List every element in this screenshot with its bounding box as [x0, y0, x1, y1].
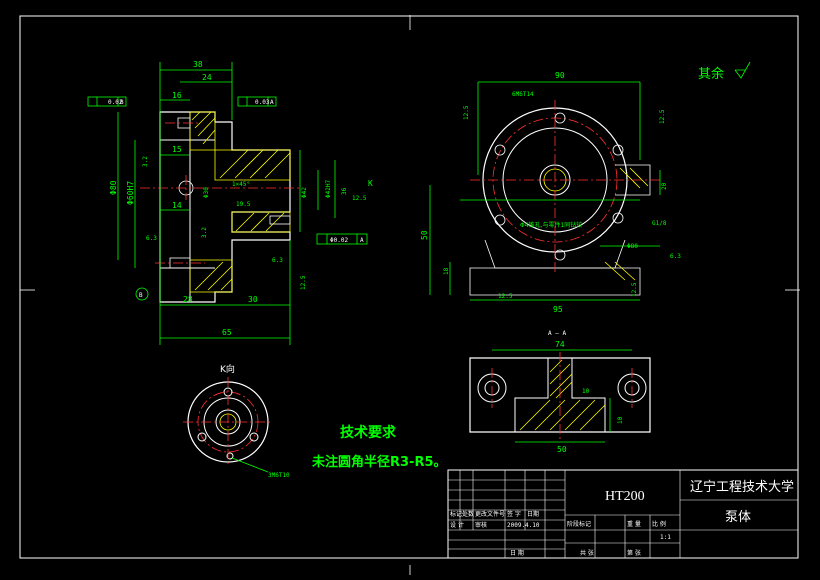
dim-19-5: 19.5 [236, 201, 251, 208]
dim-28: 28 [183, 295, 193, 304]
tb-label-weight: 重 量 [627, 520, 641, 528]
dim-30: 30 [248, 295, 258, 304]
title-material: HT200 [605, 489, 645, 504]
side-view: 90 6M6T14 G1/8 Φ4锥孔,与零件1同钻铰 95 12.5 50 1… [420, 71, 681, 314]
section-dim-74: 74 [555, 340, 565, 349]
drawing-frame [19, 15, 799, 559]
side-rough-6-3: 6.3 [670, 253, 681, 260]
datum-b-marker: B [139, 292, 143, 299]
rough-3-2-b: 3.2 [201, 227, 208, 238]
roughness-note: 其余 [698, 61, 751, 82]
dim-12-5: 12.5 [352, 195, 367, 202]
tech-requirements: 技术要求 未注圆角半径R3-R5。 [311, 424, 447, 470]
title-university: 辽宁工程技术大学 [690, 479, 794, 495]
tb-label-craft-date: 日 期 [510, 549, 524, 557]
dim-top-overall: 38 [193, 60, 203, 69]
tb-label-file: 更改文件号 [475, 510, 505, 518]
rough-6-3-b: 6.3 [272, 257, 283, 264]
tol-perpendicular: 0.03 [255, 99, 270, 106]
side-thread-g18: G1/8 [652, 220, 667, 227]
side-thread-top: 6M6T14 [512, 91, 534, 98]
side-dim-18: 18 [443, 267, 450, 275]
title-block: HT200 辽宁工程技术大学 泵体 标记 处数 更改文件号 签 字 日期 设 计… [447, 469, 799, 559]
title-part-name: 泵体 [725, 510, 751, 525]
dim-phi42: Φ42 [301, 187, 308, 198]
section-a-a-view: A — A 74 10 50 10 [469, 330, 651, 454]
side-rough-12-5-b: 12.5 [659, 109, 666, 124]
side-dim-phi80: Φ80 [627, 243, 638, 250]
tech-req-line1: 未注圆角半径R3-R5。 [311, 454, 447, 470]
tb-label-sign: 签 字 [507, 510, 521, 518]
side-dim-20: 20 [661, 182, 668, 190]
tol-parallel: 0.02 [108, 99, 123, 106]
tol-datum-a: A [270, 99, 274, 106]
dim-top-mid: 24 [202, 73, 212, 82]
side-dim-90: 90 [555, 71, 565, 80]
tb-label-review: 审核 [475, 521, 487, 529]
tol-datum-b: B [120, 99, 124, 106]
rough-6-3-a: 6.3 [146, 235, 157, 242]
dim-16: 16 [172, 91, 182, 100]
tb-label-mark: 标记 [450, 510, 462, 518]
side-rough-12-5-c: 12.5 [631, 282, 638, 297]
side-dim-95: 95 [553, 305, 563, 314]
front-section-view: 38 24 0.02 B 0.03 A 16 15 14 28 30 65 Φ8… [87, 60, 373, 345]
tol-concentric: Φ0.02 [330, 237, 348, 244]
dim-65: 65 [222, 328, 232, 337]
tb-label-date: 日期 [527, 510, 539, 518]
k-view-thread: 3M6T10 [268, 472, 290, 479]
tol-datum-a-2: A [360, 237, 364, 244]
section-dim-10: 10 [582, 388, 590, 395]
tb-label-count: 处数 [462, 510, 474, 518]
side-dim-12-5: 12.5 [498, 293, 513, 300]
rough-3-2-a: 3.2 [142, 156, 149, 167]
dim-14: 14 [172, 201, 182, 210]
dim-15: 15 [172, 145, 182, 154]
tb-label-stage: 阶段标记 [567, 520, 591, 528]
section-dim-50: 50 [557, 445, 567, 454]
k-view: K向 3M6T10 [183, 363, 290, 479]
k-direction-marker: K [368, 179, 373, 188]
section-label: A — A [548, 330, 566, 337]
dim-phi30: Φ30 [203, 187, 210, 198]
dim-chamfer: 1×45° [232, 181, 250, 188]
rough-12-5-front: 12.5 [300, 275, 307, 290]
tb-label-design: 设 计 [450, 521, 464, 529]
side-rough-12-5-a: 12.5 [463, 105, 470, 120]
dim-phi42h7: Φ42H7 [325, 180, 332, 198]
dim-36: 36 [341, 187, 348, 195]
k-view-label: K向 [220, 363, 235, 375]
roughness-note-text: 其余 [698, 66, 724, 82]
tb-label-total: 共 张 [580, 549, 594, 557]
tb-label-sheet: 第 张 [627, 549, 641, 557]
tech-req-heading: 技术要求 [340, 424, 397, 441]
section-dim-side-10: 10 [617, 416, 624, 424]
side-hole-note: Φ4锥孔,与零件1同钻铰 [520, 221, 582, 229]
tb-label-scale: 比 例 [652, 520, 666, 528]
dim-phi60h7: Φ60H7 [126, 181, 135, 205]
dim-phi80: Φ80 [109, 180, 118, 195]
trim-marks [20, 15, 800, 575]
tb-scale: 1:1 [660, 534, 671, 541]
tb-date: 2009.4.10 [507, 522, 540, 529]
side-dim-50: 50 [420, 230, 429, 240]
